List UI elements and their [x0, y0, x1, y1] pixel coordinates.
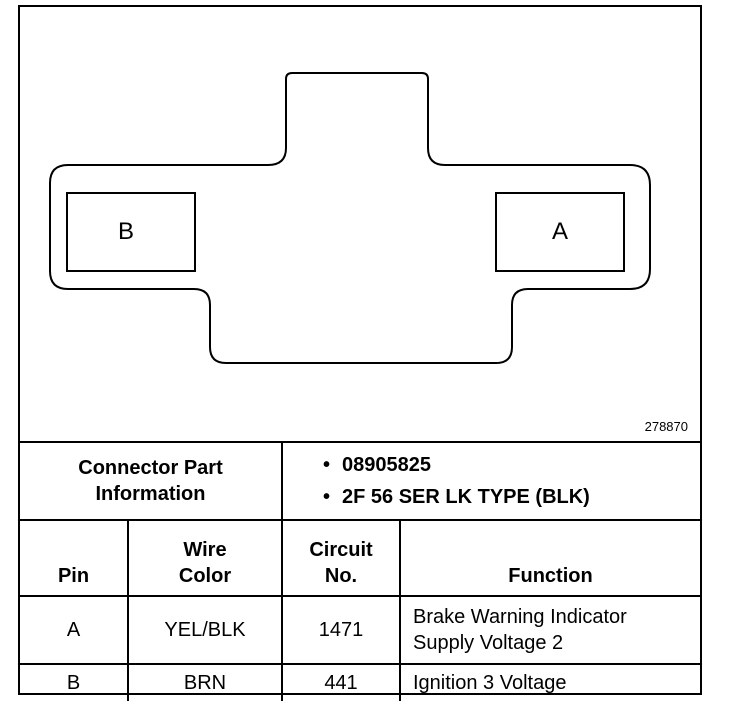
pin-table: Pin Wire Color Circuit No. Function A YE… [20, 519, 700, 701]
connector-info-row: Connector Part Information 08905825 2F 5… [20, 441, 700, 521]
figure-number: 278870 [645, 419, 688, 434]
table-row: B BRN 441 Ignition 3 Voltage [20, 663, 700, 701]
connector-body-outline [49, 72, 651, 364]
pin-cell: A [20, 595, 129, 665]
function-line2: Supply Voltage 2 [413, 632, 564, 654]
header-pin: Pin [20, 519, 129, 597]
function-cell: Brake Warning Indicator Supply Voltage 2 [399, 595, 700, 665]
cavity-a-label: A [552, 218, 568, 245]
wire-color-cell: YEL/BLK [127, 595, 283, 665]
wire-color-cell: BRN [127, 663, 283, 701]
header-circuit-line1: Circuit [309, 539, 373, 561]
header-circuit: Circuit No. [281, 519, 401, 597]
connector-part-number: 08905825 [323, 449, 700, 481]
header-function-label: Function [508, 565, 593, 587]
connector-tables: Connector Part Information 08905825 2F 5… [20, 441, 700, 701]
header-wire-color-line1: Wire [183, 539, 227, 561]
connector-info-label-line1: Connector Part [78, 457, 223, 479]
function-line1: Ignition 3 Voltage [413, 672, 567, 694]
header-wire-color-line2: Color [178, 565, 232, 587]
header-wire-color: Wire Color [127, 519, 283, 597]
connector-drawing: B A 278870 [20, 7, 700, 441]
circuit-cell: 441 [281, 663, 401, 701]
connector-outline-svg: B A 278870 [49, 72, 688, 434]
header-circuit-line2: No. [324, 565, 358, 587]
connector-diagram-frame: B A 278870 Connector Part Information 08… [18, 5, 702, 701]
cavity-b-label: B [118, 218, 134, 245]
header-pin-label: Pin [57, 565, 90, 587]
pin-table-header: Pin Wire Color Circuit No. Function [20, 519, 700, 597]
connector-info-table: Connector Part Information 08905825 2F 5… [20, 441, 700, 521]
connector-info-label: Connector Part Information [20, 441, 283, 521]
function-cell: Ignition 3 Voltage [399, 663, 700, 701]
connector-info-label-line2: Information [95, 483, 206, 505]
circuit-cell: 1471 [281, 595, 401, 665]
cavity-a-box [495, 192, 625, 272]
connector-type: 2F 56 SER LK TYPE (BLK) [323, 481, 700, 513]
header-function: Function [399, 519, 700, 597]
function-line1: Brake Warning Indicator [413, 606, 627, 628]
cavity-b-box [66, 192, 196, 272]
table-row: A YEL/BLK 1471 Brake Warning Indicator S… [20, 595, 700, 665]
connector-info-values: 08905825 2F 56 SER LK TYPE (BLK) [281, 441, 700, 521]
pin-cell: B [20, 663, 129, 701]
